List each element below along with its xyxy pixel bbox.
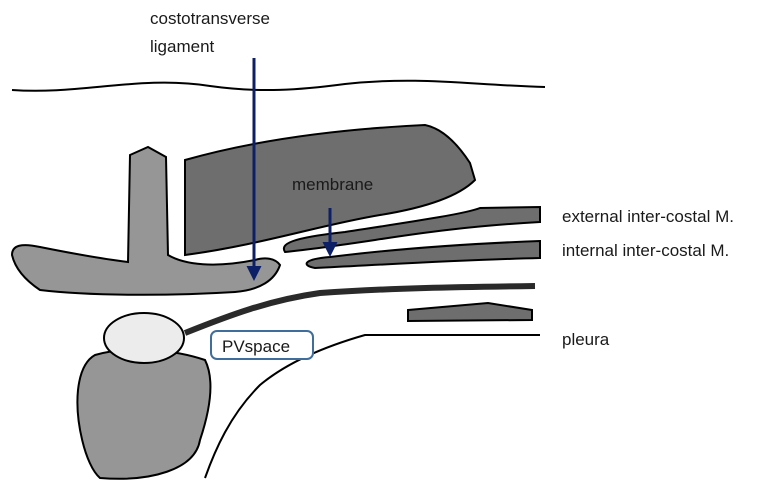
internal-intercostal-label: internal inter-costal M. (562, 241, 729, 260)
external-intercostal-label: external inter-costal M. (562, 207, 734, 226)
vertebral-body (77, 350, 210, 479)
small-muscle-slip (408, 303, 532, 321)
pleura-label: pleura (562, 330, 610, 349)
skin-surface-line (12, 81, 545, 91)
costotransverse-label-line2: ligament (150, 37, 215, 56)
membrane-label: membrane (292, 175, 373, 194)
rib-head (104, 313, 184, 363)
costotransverse-label-line1: costotransverse (150, 9, 270, 28)
pv-space-label: PVspace (222, 337, 290, 356)
